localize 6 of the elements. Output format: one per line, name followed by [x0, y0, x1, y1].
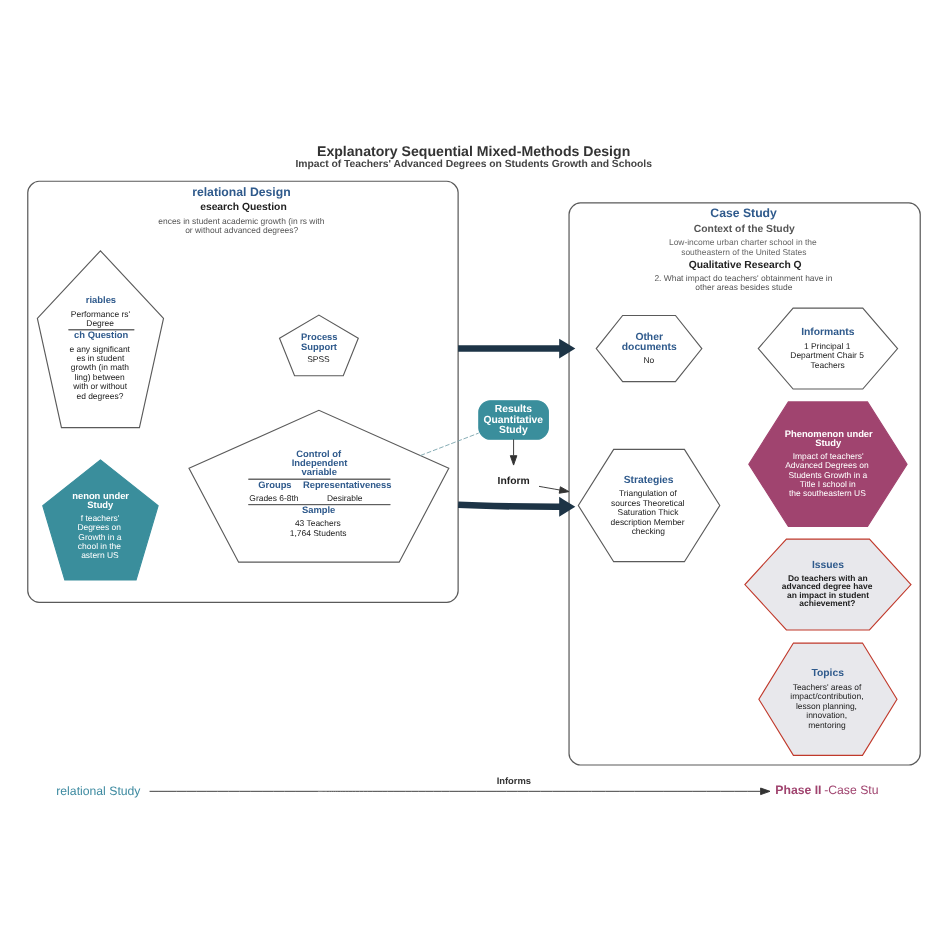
arrow — [149, 786, 771, 795]
connector — [420, 431, 480, 455]
arrow — [458, 337, 576, 358]
arrow — [509, 437, 518, 465]
arrow — [457, 495, 576, 516]
arrow — [538, 484, 570, 493]
